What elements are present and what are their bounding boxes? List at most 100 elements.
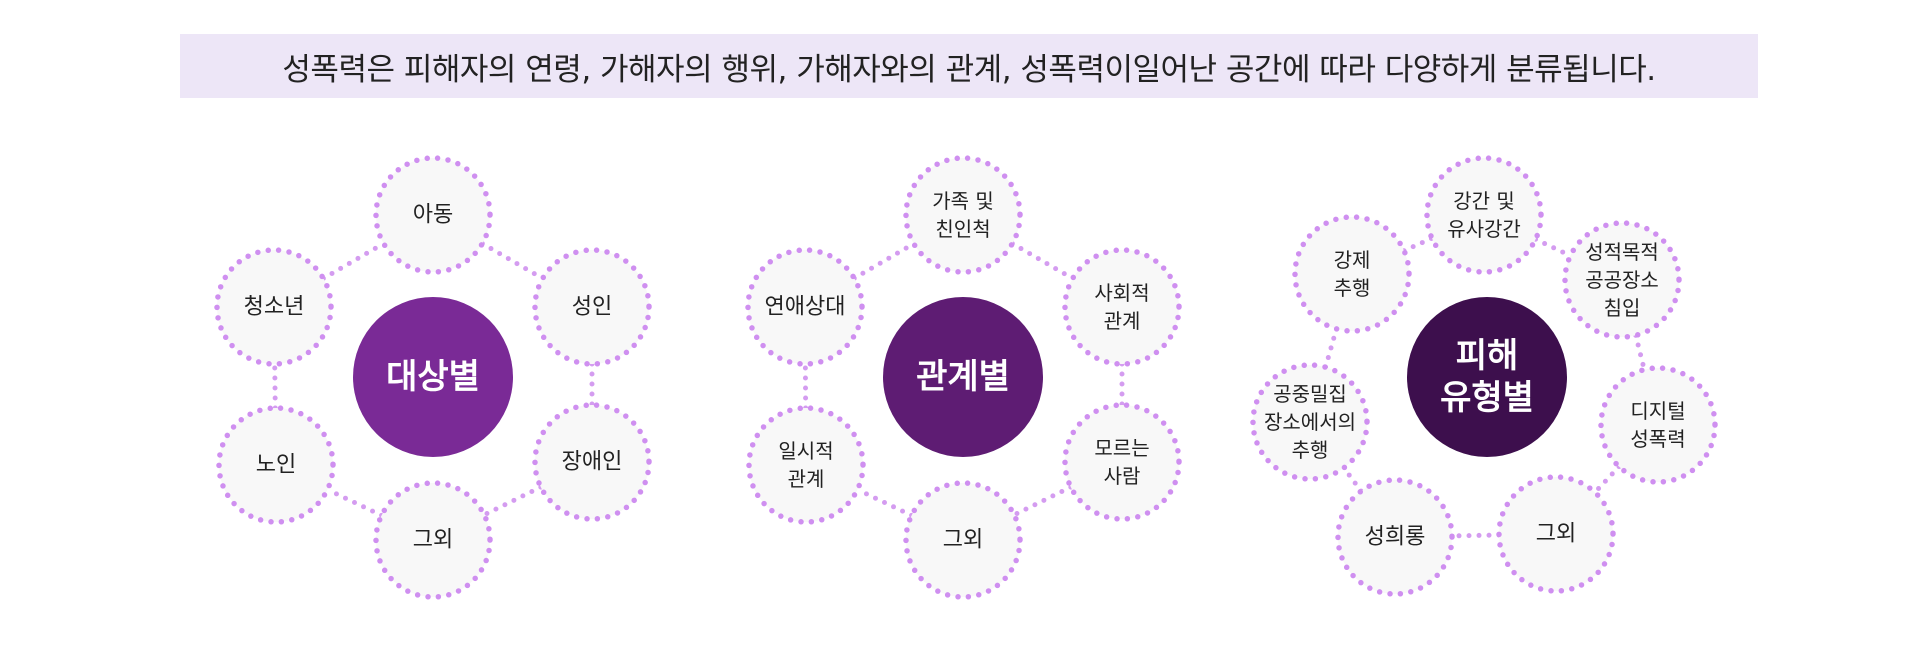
category-node: 그외 xyxy=(373,480,493,600)
node-circle xyxy=(1424,155,1544,275)
node-circle xyxy=(532,402,652,522)
node-label-line: 성폭력 xyxy=(1630,427,1685,451)
node-circle xyxy=(373,480,493,600)
node-label-line: 강제 xyxy=(1334,248,1371,272)
category-node: 성인 xyxy=(532,247,652,367)
node-circle xyxy=(1250,362,1370,482)
center-label-line: 유형별 xyxy=(1440,378,1534,418)
node-circle xyxy=(746,405,866,525)
connector-line xyxy=(1592,464,1622,495)
node-label-line: 그외 xyxy=(943,528,983,553)
connector-line xyxy=(481,484,544,518)
node-label: 청소년 xyxy=(244,295,305,320)
connector-line xyxy=(1633,332,1647,373)
node-label-line: 아동 xyxy=(413,203,453,228)
connector-line xyxy=(272,361,278,411)
center-circle xyxy=(353,297,513,457)
summary-banner: 성폭력은 피해자의 연령, 가해자의 행위, 가해자와의 관계, 성폭력이일어난… xyxy=(180,34,1758,98)
node-label: 노인 xyxy=(256,453,296,478)
category-node: 연애상대 xyxy=(745,247,865,367)
node-circle xyxy=(1598,365,1718,485)
node-label-line: 가족 및 xyxy=(932,189,994,213)
node-label-line: 청소년 xyxy=(244,295,305,320)
connector-line xyxy=(1009,241,1076,281)
node-label-line: 공중밀집 xyxy=(1273,382,1347,406)
node-circle xyxy=(1062,402,1182,522)
node-label: 그외 xyxy=(413,528,453,553)
node-label-line: 강간 및 xyxy=(1453,189,1515,213)
connector-line xyxy=(854,487,915,518)
node-circle xyxy=(1562,220,1682,340)
node-label: 장애인 xyxy=(562,450,623,475)
center-label: 관계별 xyxy=(916,357,1010,397)
node-label: 그외 xyxy=(1536,522,1576,547)
node-label-line: 일시적 xyxy=(778,439,833,463)
category-node: 그외 xyxy=(903,480,1023,600)
connector-line xyxy=(1401,235,1435,254)
node-circle xyxy=(1062,247,1182,367)
node-circle xyxy=(903,480,1023,600)
center-circle xyxy=(1407,297,1567,457)
category-node: 청소년 xyxy=(214,247,334,367)
node-label-line: 추행 xyxy=(1292,438,1329,462)
node-label-line: 관계 xyxy=(788,467,825,491)
node-label: 성인 xyxy=(572,295,612,320)
node-label-line: 연애상대 xyxy=(765,295,846,320)
connector-line xyxy=(479,241,546,281)
node-circle xyxy=(373,155,493,275)
node-circle xyxy=(532,247,652,367)
node-circle xyxy=(1292,214,1412,334)
center-label-line: 관계별 xyxy=(916,357,1010,397)
node-label: 연애상대 xyxy=(765,295,846,320)
connector-line xyxy=(324,487,385,518)
node-label-line: 공공장소 xyxy=(1585,268,1659,292)
node-label-line: 디지털 xyxy=(1630,399,1685,423)
node-label-line: 모르는 xyxy=(1094,436,1149,460)
node-label-line: 그외 xyxy=(1536,522,1576,547)
node-label-line: 장애인 xyxy=(562,450,623,475)
node-circle xyxy=(214,247,334,367)
connector-line xyxy=(1011,484,1074,518)
node-label-line: 성인 xyxy=(572,295,612,320)
node-circle xyxy=(1335,477,1455,597)
category-node: 노인 xyxy=(216,405,336,525)
node-label-line: 유사강간 xyxy=(1447,217,1521,241)
node-circle xyxy=(903,155,1023,275)
node-label-line: 성적목적 xyxy=(1585,240,1659,264)
center-node: 대상별 xyxy=(353,297,513,457)
connector-line xyxy=(1341,465,1364,494)
category-node: 아동 xyxy=(373,155,493,275)
connector-line xyxy=(851,241,917,281)
node-label-line: 침입 xyxy=(1604,296,1641,320)
connector-line xyxy=(320,241,387,281)
node-circle xyxy=(216,405,336,525)
node-label-line: 추행 xyxy=(1334,276,1371,300)
center-circle xyxy=(883,297,1043,457)
connector-line xyxy=(1323,326,1339,370)
node-label-line: 그외 xyxy=(413,528,453,553)
center-node: 관계별 xyxy=(883,297,1043,457)
node-label-line: 사회적 xyxy=(1094,281,1149,305)
node-label-line: 관계 xyxy=(1104,309,1141,333)
